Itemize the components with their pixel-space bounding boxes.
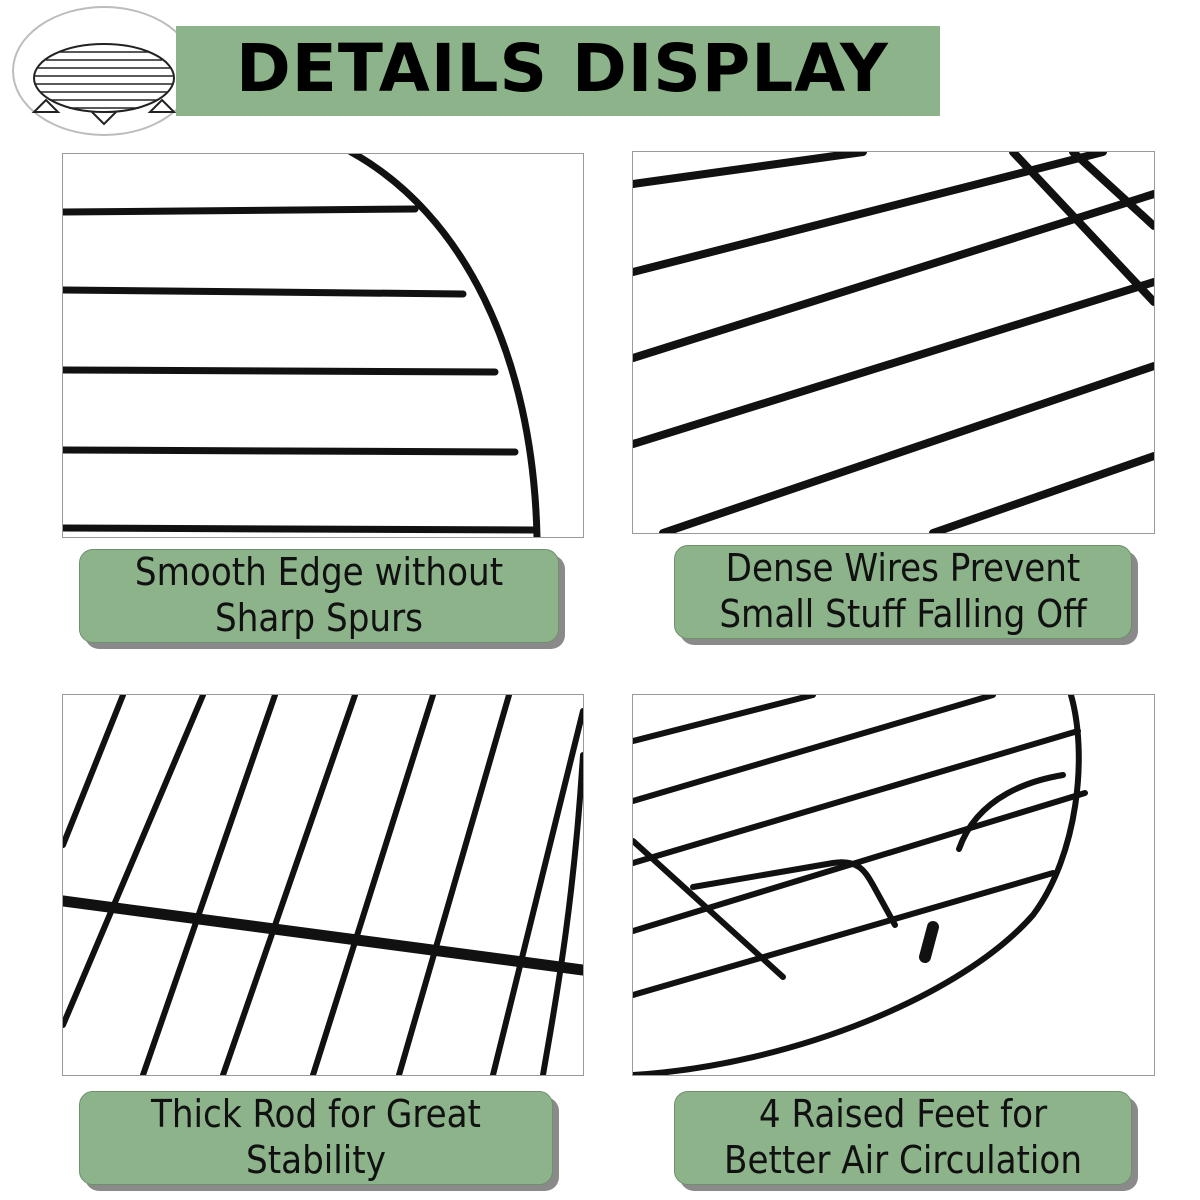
caption-line: Smooth Edge without [134,550,504,595]
caption-thick-rod: Thick Rod for Great Stability [79,1091,553,1185]
caption-smooth-edge: Smooth Edge without Sharp Spurs [79,549,559,643]
detail-photo-dense-wires [632,151,1155,534]
caption-raised-feet: 4 Raised Feet for Better Air Circulation [674,1091,1132,1185]
detail-photo-raised-feet [632,694,1155,1076]
caption-dense-wires: Dense Wires Prevent Small Stuff Falling … [674,545,1132,639]
caption-line: Dense Wires Prevent [725,546,1081,591]
caption-line: Better Air Circulation [724,1138,1082,1182]
rack-thumbnail-icon [31,43,177,126]
detail-photo-thick-rod [62,694,584,1076]
rack-thumbnail-logo [12,6,196,136]
caption-line: Small Stuff Falling Off [719,592,1087,636]
page-title: DETAILS DISPLAY [236,30,889,107]
detail-photo-smooth-edge [62,153,584,538]
caption-line: Thick Rod for Great Stability [151,1092,481,1182]
title-band [176,26,940,116]
caption-line: 4 Raised Feet for [758,1092,1048,1137]
caption-line: Sharp Spurs [215,596,423,640]
